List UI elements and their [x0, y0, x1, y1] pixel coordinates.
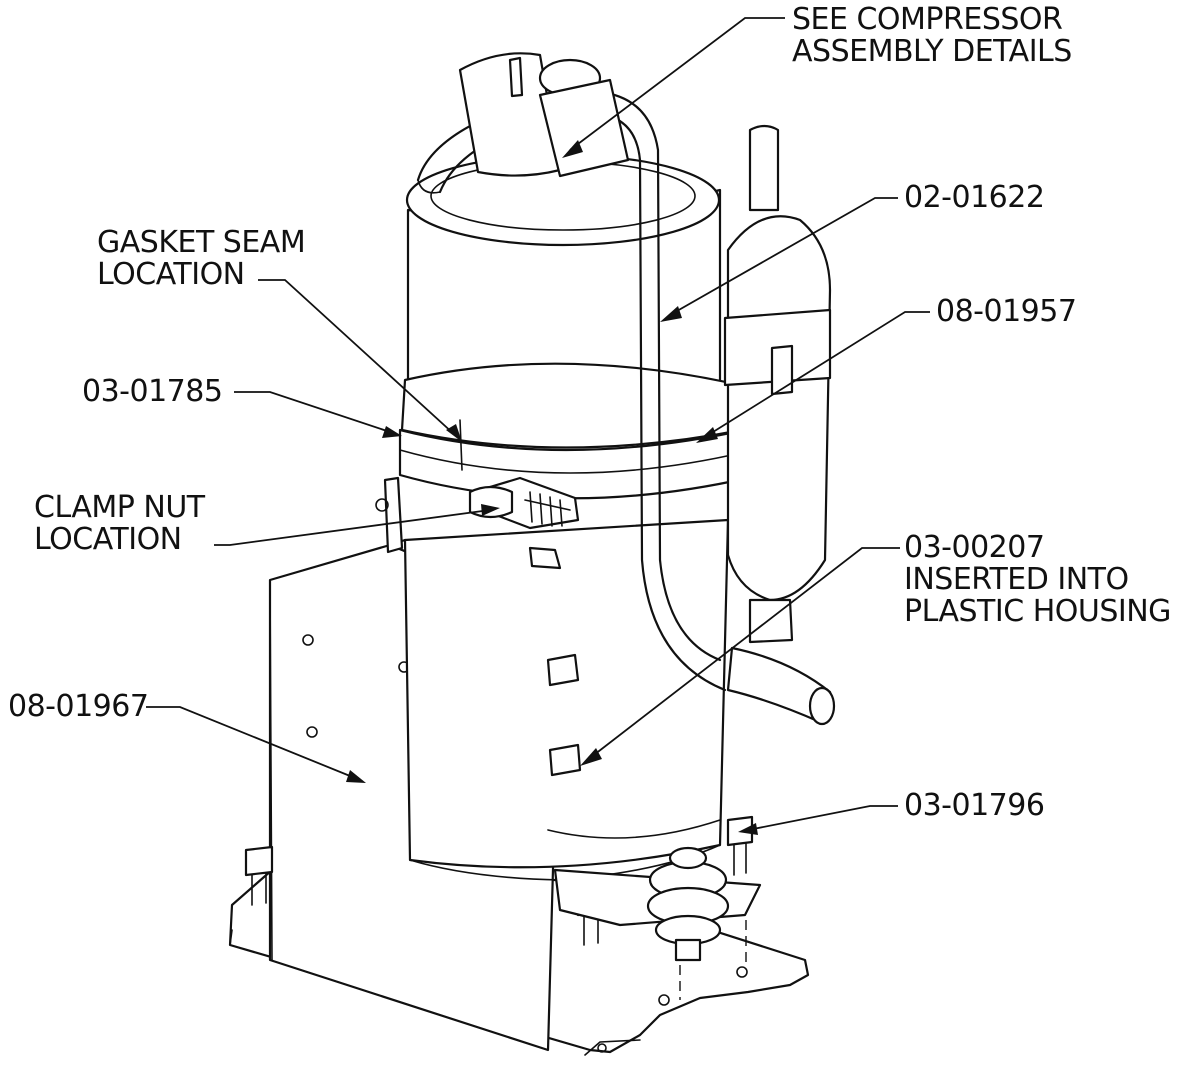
- callout-text: GASKET SEAM: [97, 225, 306, 260]
- callout-text: LOCATION: [34, 522, 182, 557]
- callout-text: 08-01957: [936, 294, 1077, 329]
- callout-text: SEE COMPRESSOR: [792, 2, 1063, 37]
- leader-lines: [146, 17, 930, 835]
- callout-text: PLASTIC HOUSING: [904, 594, 1171, 629]
- callout-08-01967: 08-01967: [8, 689, 149, 724]
- callout-text: 03-00207: [904, 530, 1045, 565]
- accumulator: [723, 124, 836, 726]
- callout-text: CLAMP NUT: [34, 490, 205, 525]
- callout-03-01796: 03-01796: [904, 788, 1045, 823]
- grommet-mount: [553, 846, 762, 962]
- callout-03-00207: 03-00207 INSERTED INTO PLASTIC HOUSING: [904, 532, 1171, 628]
- callout-08-01957: 08-01957: [936, 294, 1077, 329]
- callout-03-01785: 03-01785: [82, 374, 223, 409]
- terminal-cover: [458, 52, 630, 178]
- callout-text: 02-01622: [904, 180, 1045, 215]
- callout-text: LOCATION: [97, 257, 245, 292]
- callout-gasket-seam: GASKET SEAM LOCATION: [97, 225, 306, 292]
- callout-text: 03-01796: [904, 788, 1045, 823]
- callout-text: INSERTED INTO: [904, 562, 1129, 597]
- callout-02-01622: 02-01622: [904, 180, 1045, 215]
- callout-compressor-details: SEE COMPRESSOR ASSEMBLY DETAILS: [792, 4, 1072, 68]
- callout-clamp-nut: CLAMP NUT LOCATION: [34, 492, 205, 556]
- callout-text: 08-01967: [8, 689, 149, 724]
- callout-text: ASSEMBLY DETAILS: [792, 34, 1072, 69]
- callout-text: 03-01785: [82, 374, 223, 409]
